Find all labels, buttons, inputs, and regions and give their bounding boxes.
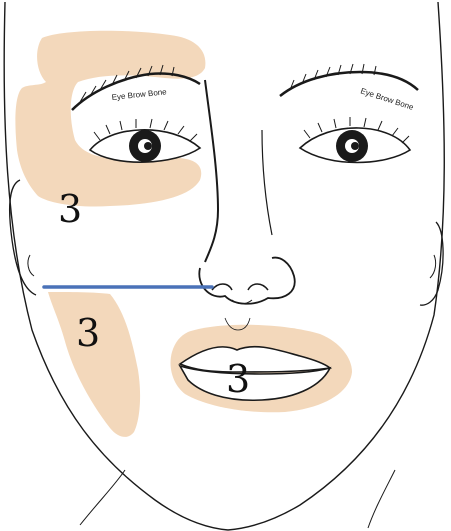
face-outline-right bbox=[228, 2, 444, 530]
zone-label-lips: 3 bbox=[226, 357, 250, 401]
nostril-right bbox=[248, 284, 268, 290]
chin-line-right bbox=[368, 470, 395, 528]
zone-label-jaw: 3 bbox=[76, 311, 100, 355]
zone-brow-eye-left bbox=[15, 31, 205, 207]
right-eye bbox=[300, 117, 410, 163]
chin-line-left bbox=[80, 470, 125, 525]
right-eyebrow bbox=[280, 72, 418, 96]
nose-bridge-right bbox=[262, 130, 272, 235]
zone-label-brow-eye: 3 bbox=[58, 187, 82, 231]
brow-bone-label-left: Eye Brow Bone bbox=[111, 87, 167, 102]
right-pupil bbox=[351, 142, 359, 150]
nose-tip bbox=[199, 258, 294, 304]
left-eye bbox=[90, 119, 200, 162]
nose-bridge-left bbox=[205, 80, 218, 262]
left-pupil bbox=[144, 142, 152, 150]
brow-bone-label-right: Eye Brow Bone bbox=[359, 86, 415, 112]
nostril-left bbox=[212, 284, 232, 290]
right-ear-inner bbox=[430, 255, 436, 278]
left-ear-inner bbox=[28, 255, 34, 276]
